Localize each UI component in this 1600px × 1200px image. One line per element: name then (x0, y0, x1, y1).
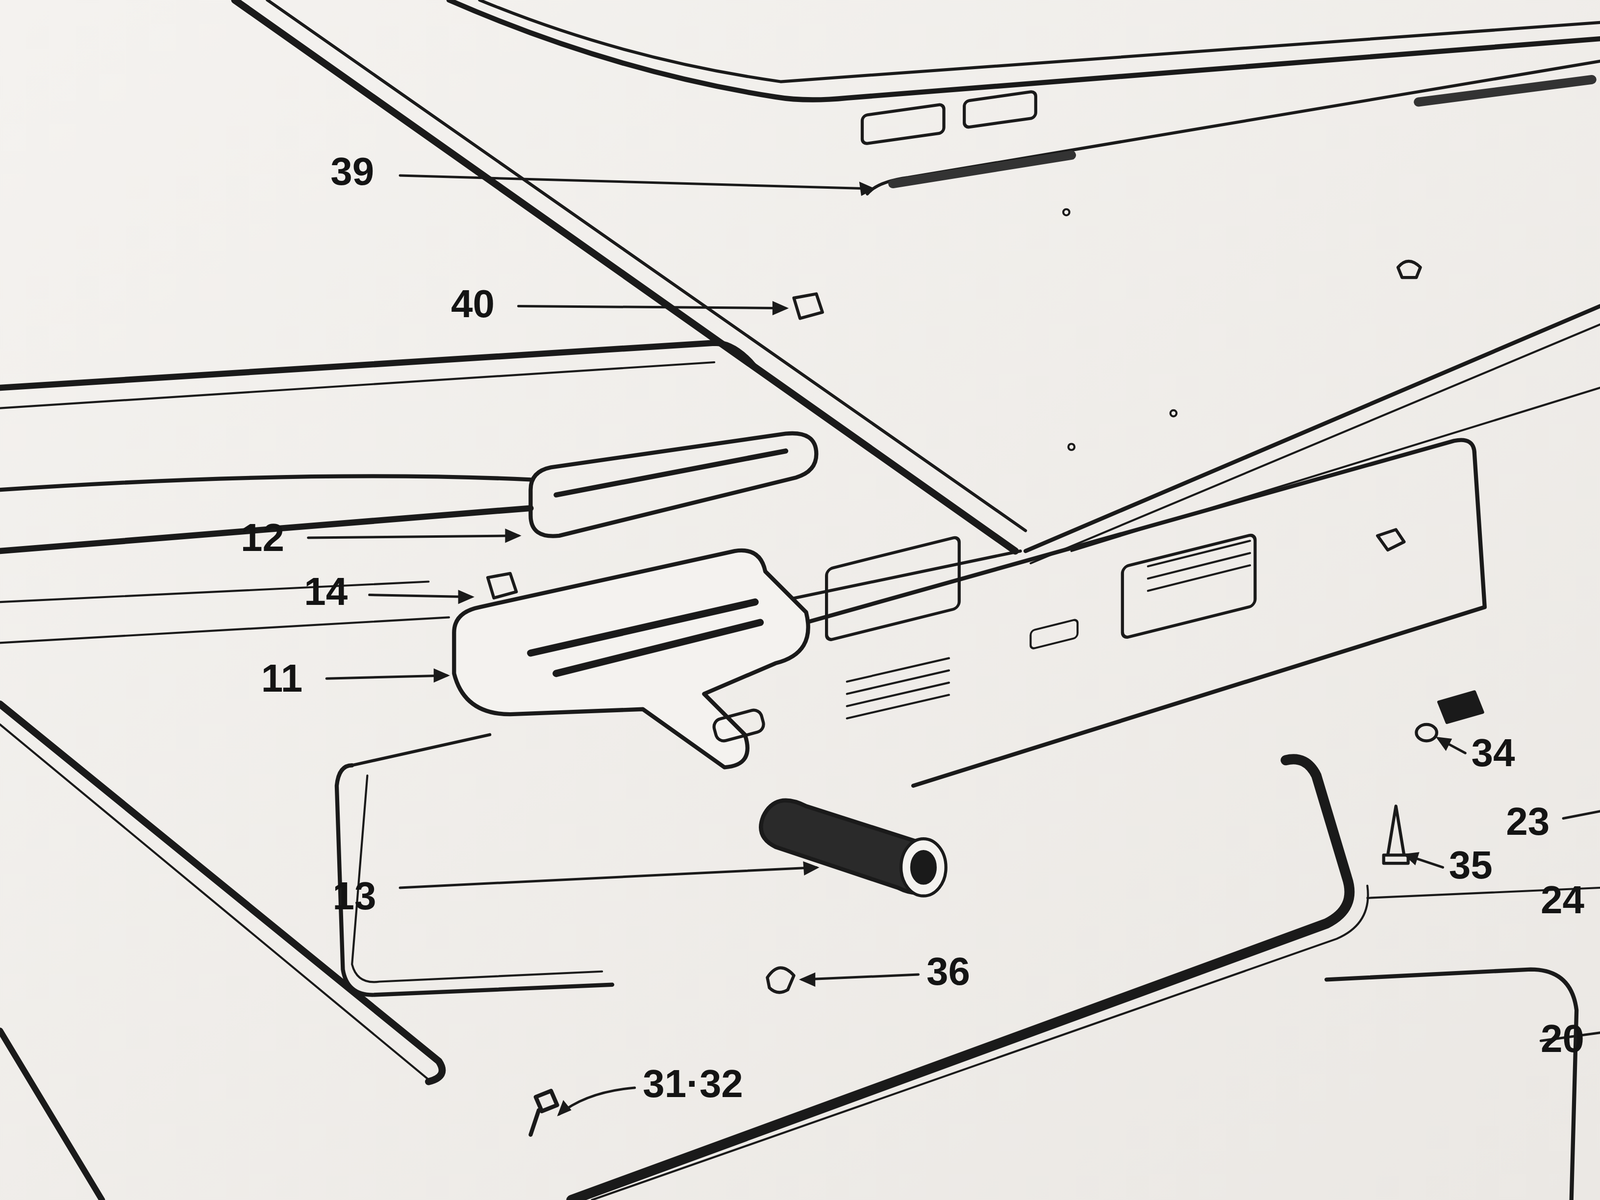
arrow-head (772, 300, 789, 316)
dash-clip (1398, 261, 1421, 278)
gasket (530, 433, 817, 537)
leader-line (326, 675, 448, 679)
callout-number: 14 (301, 571, 350, 613)
lower-panel (805, 440, 1485, 786)
windshield-frame (449, 0, 1600, 100)
callout-number: 20 (1538, 1018, 1587, 1060)
callout-number: 11 (259, 657, 305, 700)
arrow-head (1435, 736, 1452, 751)
bracket-slot (530, 601, 760, 674)
dash-vent (964, 91, 1036, 128)
callout-number: 12 (238, 517, 287, 559)
side-rail (0, 703, 443, 1082)
arrow-head (802, 861, 820, 876)
windshield-frame (479, 0, 1600, 82)
lower-panel (1071, 387, 1600, 551)
arrow-head (1402, 851, 1420, 866)
clip (794, 294, 823, 319)
arrow-head (557, 1100, 572, 1117)
callout-number: 23 (1503, 800, 1552, 843)
side-rail (0, 362, 715, 409)
dash-panel (1030, 324, 1600, 564)
side-rail (0, 475, 531, 490)
callout-number: 34 (1469, 732, 1518, 774)
gasket (555, 450, 786, 496)
arrow-head (799, 972, 816, 987)
leader-line (1563, 811, 1600, 819)
bracket-slot (712, 708, 766, 743)
callout-number: 40 (449, 283, 497, 325)
windshield-seal (234, 0, 1016, 551)
leader-line (369, 595, 472, 598)
lower-panel (775, 550, 1021, 602)
arrow-head (504, 528, 522, 543)
vent-grille (826, 536, 960, 641)
side-rail (0, 724, 429, 1080)
dash-trim (1418, 79, 1592, 102)
side-rail (0, 617, 450, 643)
clip (1377, 529, 1404, 550)
windshield-seal (267, 0, 1026, 531)
callout-number: 39 (328, 150, 376, 193)
arrow-head (859, 181, 876, 197)
vent-slats (1148, 540, 1250, 591)
callout-number: 36 (924, 950, 973, 993)
callout-number: 35 (1447, 844, 1495, 886)
bracket (453, 550, 808, 768)
dash-hole (1170, 410, 1177, 417)
dash-hole (1068, 444, 1075, 450)
leader-line (518, 305, 786, 308)
sleeve-end (900, 838, 947, 897)
vent-grille (1122, 533, 1256, 639)
switch-slot (1030, 619, 1078, 650)
leader-line (400, 867, 817, 888)
door-seal (571, 759, 1350, 1200)
dash-hole (1063, 209, 1070, 216)
screw (530, 1090, 557, 1135)
clip (767, 967, 794, 993)
dash-panel (867, 61, 1600, 195)
leader-line (308, 535, 519, 538)
washer (1416, 724, 1437, 741)
dash-panel (1025, 305, 1600, 551)
side-rail (0, 1030, 102, 1200)
door-seal (591, 885, 1368, 1200)
clip (1438, 691, 1483, 723)
glove-door (351, 734, 490, 766)
leader-line (801, 974, 919, 980)
vent-slats (847, 658, 950, 719)
arrow-head (433, 668, 450, 683)
callout-number: 24 (1538, 879, 1587, 921)
clip (487, 573, 517, 599)
callout-number: 13 (330, 875, 378, 917)
side-rail (0, 581, 429, 603)
callout-number: 31·32 (640, 1063, 746, 1105)
floor-frame (1326, 969, 1577, 1200)
dash-trim (892, 154, 1072, 184)
dash-vent (862, 103, 945, 145)
sleeve-end (911, 850, 936, 884)
leader-line (400, 175, 873, 189)
arrow-head (458, 589, 475, 604)
side-rail (0, 342, 755, 388)
